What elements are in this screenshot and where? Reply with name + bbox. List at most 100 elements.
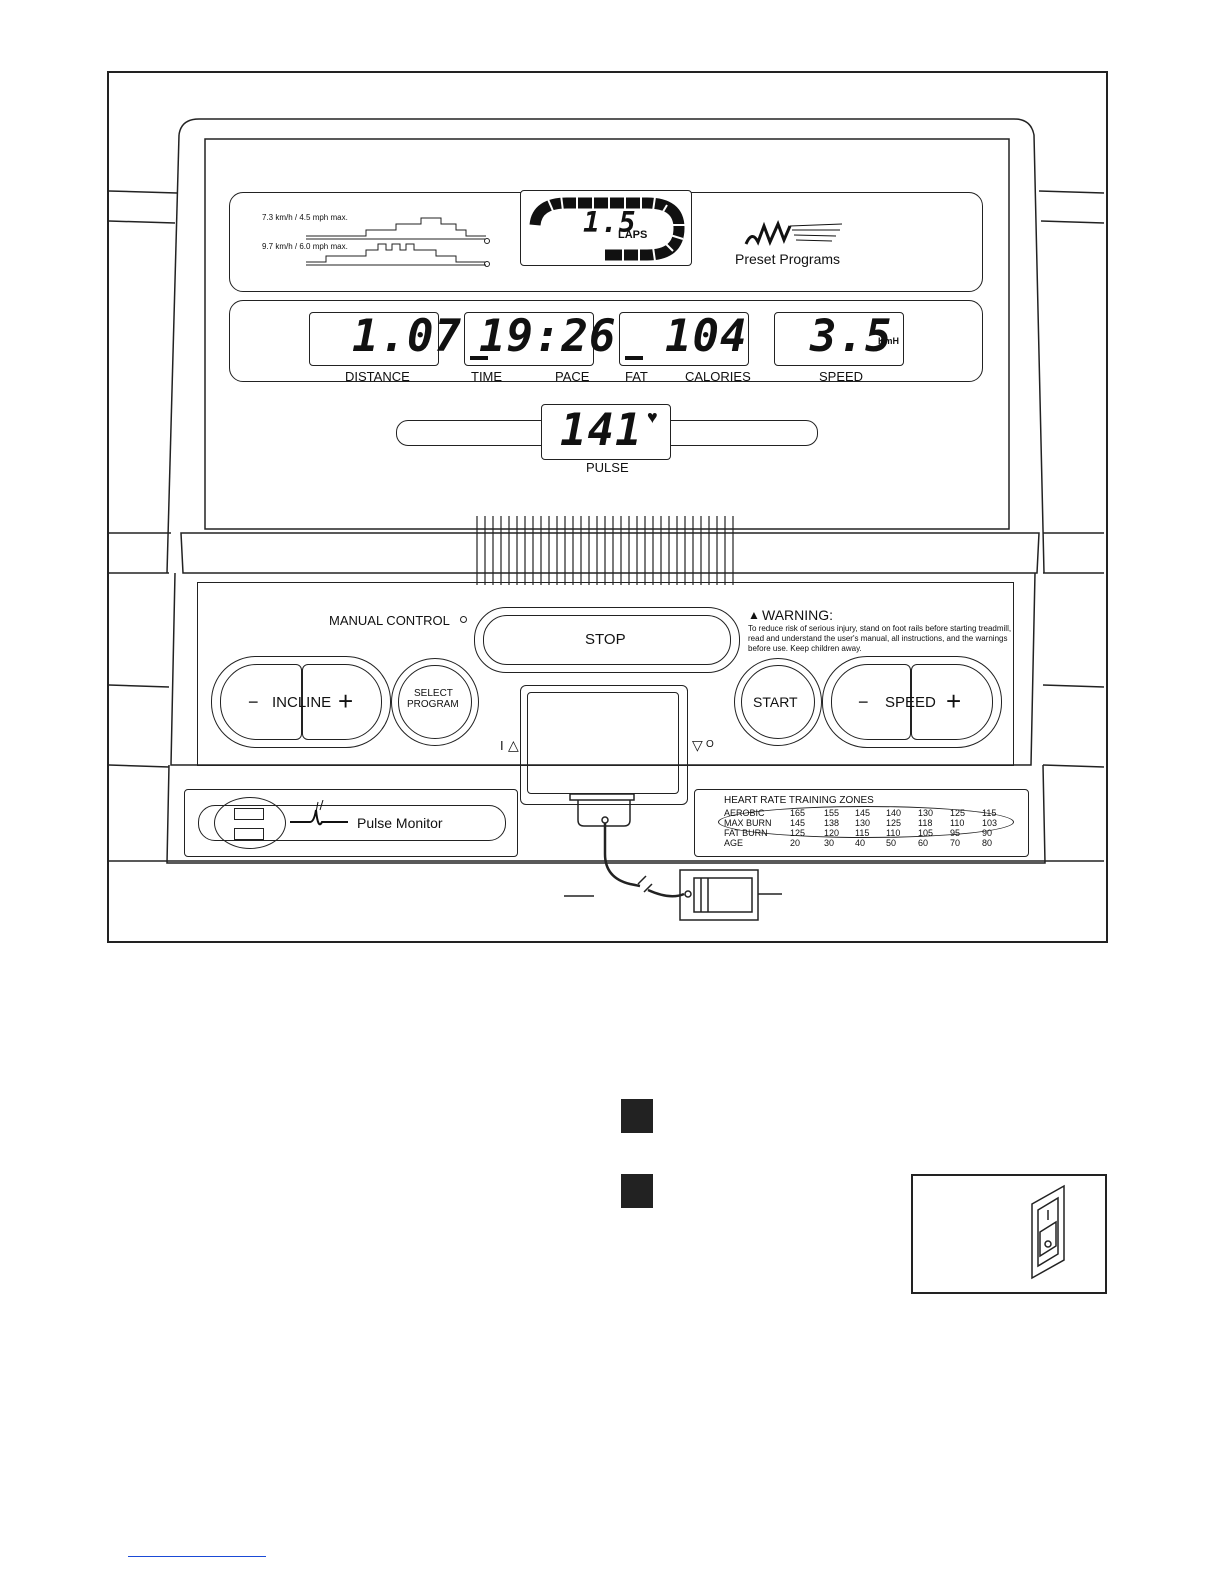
- hr-row-name: FAT BURN: [724, 828, 768, 838]
- hr-zones-table: AEROBIC 165 155 145 140 130 125 115 MAX …: [724, 808, 1014, 848]
- pulse-monitor-label: Pulse Monitor: [357, 815, 443, 831]
- left-tray: [184, 789, 518, 857]
- hr-row: AGE 20 30 40 50 60 70 80: [724, 838, 1014, 848]
- pulse-sensor-oval: [214, 797, 286, 849]
- footer-rule: [128, 1556, 266, 1557]
- hr-cell: 95: [950, 828, 961, 838]
- brand-logo-icon: [744, 220, 843, 246]
- speed-display: [774, 312, 904, 366]
- hr-cell: 140: [886, 808, 902, 818]
- stop-button[interactable]: STOP: [474, 607, 740, 673]
- hr-cell: 118: [918, 818, 933, 828]
- speed-up-button[interactable]: [911, 664, 993, 740]
- warning-text-3: before use. Keep children away.: [748, 644, 862, 653]
- incline-button-group: [211, 656, 391, 748]
- start-button[interactable]: [734, 658, 822, 746]
- warning-text-2: read and understand the user's manual, a…: [748, 634, 1008, 643]
- key-on-mark: I: [500, 738, 504, 753]
- hr-cell: 130: [855, 818, 871, 828]
- incline-down-button[interactable]: [220, 664, 302, 740]
- pulse-monitor-strip: [198, 805, 506, 841]
- hr-zones-tray: [694, 789, 1029, 857]
- warning-title: WARNING:: [762, 607, 834, 623]
- hr-cell: 90: [982, 828, 993, 838]
- hr-cell: 20: [790, 838, 801, 848]
- start-button-inner: [741, 665, 815, 739]
- calories-value: 104: [665, 311, 748, 362]
- profile-1-label: 7.3 km/h / 4.5 mph max.: [262, 213, 348, 222]
- pulse-label: PULSE: [586, 460, 629, 475]
- profile-2-label: 9.7 km/h / 6.0 mph max.: [262, 242, 348, 251]
- profile-1-graph: [306, 217, 490, 244]
- select-program-inner: [398, 665, 472, 739]
- speed-button-group: [822, 656, 1002, 748]
- control-panel: [197, 582, 1014, 766]
- fat-indicator-bar: [625, 356, 643, 360]
- hr-cell: 105: [918, 828, 934, 838]
- speed-value: 3.5: [810, 311, 893, 362]
- stats-window: [229, 300, 983, 382]
- distance-display: [309, 312, 439, 366]
- hr-cell: 80: [982, 838, 993, 848]
- hr-cell: 130: [918, 808, 934, 818]
- laps-track-icon: [529, 195, 685, 261]
- key-on-symbol: △: [508, 737, 519, 753]
- hr-cell: 145: [855, 808, 871, 818]
- stop-button-inner: [483, 615, 731, 665]
- fat-label: FAT: [625, 369, 648, 384]
- heart-icon: ♥: [647, 407, 658, 427]
- key-off-symbol: ▽: [692, 737, 703, 753]
- time-value: 19:26: [479, 311, 617, 362]
- profile-2-graph: [306, 243, 490, 267]
- hr-cell: 125: [790, 828, 806, 838]
- hr-cell: 60: [918, 838, 929, 848]
- console-figure-frame: [107, 71, 1108, 943]
- pulse-value: 141: [560, 405, 643, 456]
- incline-label: INCLINE: [272, 694, 332, 711]
- hr-row: MAX BURN 145 138 130 125 118 110 103: [724, 818, 1014, 828]
- pace-label: PACE: [555, 369, 590, 384]
- speed-plus-icon: +: [946, 686, 962, 716]
- hr-cell: 110: [886, 828, 901, 838]
- program-label: PROGRAM: [407, 699, 459, 710]
- manual-control-indicator: [460, 616, 467, 623]
- safety-key-cord-drawing: [564, 794, 782, 921]
- distance-label: DISTANCE: [345, 369, 410, 384]
- incline-up-button[interactable]: [302, 664, 382, 740]
- hr-cell: 125: [950, 808, 966, 818]
- calories-label: CALORIES: [685, 369, 751, 384]
- incline-minus-icon: −: [248, 692, 259, 712]
- hr-row-name: AGE: [724, 838, 744, 848]
- hr-zones-oval: [718, 806, 1014, 838]
- hr-cell: 145: [790, 818, 806, 828]
- hr-cell: 120: [824, 828, 840, 838]
- pulse-display: [541, 404, 671, 460]
- key-off-mark: O: [706, 739, 714, 750]
- speed-unit: KmH: [878, 336, 900, 346]
- power-switch-icon: [1031, 1184, 1065, 1280]
- speed-down-button[interactable]: [831, 664, 911, 740]
- step-1-marker: [621, 1099, 653, 1133]
- pulse-wave-icon: [290, 800, 348, 826]
- stop-label: STOP: [585, 631, 626, 648]
- warning-text-1: To reduce risk of serious injury, stand …: [748, 624, 1012, 633]
- select-program-button[interactable]: [391, 658, 479, 746]
- warning-icon: ▲: [748, 608, 760, 622]
- speed-button-label: SPEED: [885, 694, 936, 711]
- hr-row-name: MAX BURN: [724, 818, 772, 828]
- hr-cell: 40: [855, 838, 866, 848]
- power-switch-inset: [911, 1174, 1107, 1294]
- hr-row-name: AEROBIC: [724, 808, 765, 818]
- hr-cell: 115: [855, 828, 870, 838]
- speed-label: SPEED: [819, 369, 864, 384]
- hr-cell: 125: [886, 818, 902, 828]
- hr-cell: 155: [824, 808, 840, 818]
- safety-key-housing: [520, 685, 688, 805]
- pulse-sensor-top: [234, 808, 264, 820]
- distance-value: 1.07: [352, 311, 462, 362]
- incline-plus-icon: +: [338, 686, 354, 716]
- time-indicator-bar: [470, 356, 488, 360]
- speed-minus-icon: −: [858, 692, 869, 712]
- hr-zones-title: HEART RATE TRAINING ZONES: [724, 795, 874, 806]
- hr-row: AEROBIC 165 155 145 140 130 125 115: [724, 808, 1014, 818]
